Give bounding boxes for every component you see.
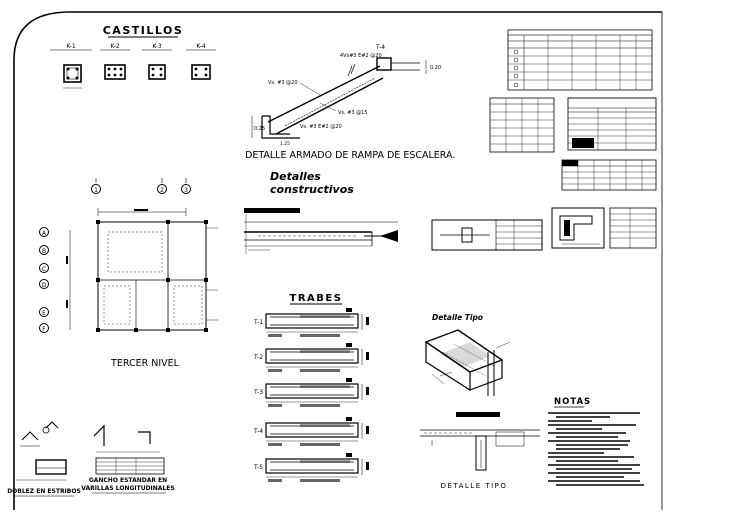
notes-title: NOTAS [554,397,591,407]
floor-plan: 1 2 3 A B C D E F [39,178,218,369]
stair-bar-label: Vs. #3 @15 [338,110,368,116]
beam-section-box [431,219,543,251]
gancho-title-2: VARILLAS LONGITUDINALES [81,485,174,492]
materials-table [567,97,657,151]
stair-dim-left: 0.25 [254,126,265,132]
grid-axis-top: 1 2 3 [91,178,191,194]
trabe-elevation: T-1 [253,308,369,337]
column-section-box [551,207,605,249]
bar-table [561,159,657,191]
stair-bar-label: Vs. #3 E#2 @20 [300,124,342,130]
sheet-border [13,11,662,510]
castillo-k1: K-1 [50,43,92,89]
axis-label: 2 [160,187,164,194]
castillos-row: K-1 K-2 K-3 K-4 [50,43,216,89]
axis-label: C [42,266,46,273]
trabe-label: T-4 [253,428,263,435]
castillo-k3: K-3 [142,43,172,80]
castillos-title: CASTILLOS [103,24,184,37]
plan-title: TERCER NIVEL [110,358,180,369]
schedule-table-top [507,29,653,91]
trabe-label: T-3 [253,389,263,396]
stair-dim-bottom: 1.25 [280,141,290,147]
stair-dim-right: 0.20 [430,65,441,71]
notes-block: NOTAS [548,397,644,486]
stair-ramp-detail: T-4 4Vs#3 E#2 @20 0.20 0.25 1.25 Vs. #3 … [245,44,455,161]
axis-label: 1 [94,187,98,194]
trabe-label: T-1 [253,319,263,326]
stair-t-label: T-4 [375,44,385,51]
doblez-title: DOBLEZ EN ESTRIBOS [7,488,81,495]
axis-label: B [42,248,46,255]
detalle-tipo-title: DETALLE TIPO [441,482,508,490]
doblez-detail: DOBLEZ EN ESTRIBOS [7,421,81,497]
grid-table [489,97,555,153]
stair-bar-label: Vs. #3 @20 [268,80,298,86]
detalles-title: Detalles [270,170,321,183]
castillo-k4: K-4 [186,43,216,80]
castillo-label: K-1 [66,43,75,50]
trabe-label: T-5 [253,464,263,471]
trabe-label: T-2 [253,354,263,361]
castillo-label: K-3 [152,43,161,50]
trabe-elevation: T-3 [253,378,369,407]
stair-detail-title: DETALLE ARMADO DE RAMPA DE ESCALERA. [245,150,455,161]
slab-detail [244,208,398,254]
trabe-elevation: T-4 [253,417,369,446]
column-table [609,207,657,249]
trabe-elevation: T-2 [253,343,369,372]
gancho-detail: GANCHO ESTANDAR EN VARILLAS LONGITUDINAL… [81,424,175,494]
axis-label: F [42,326,46,333]
castillo-label: K-4 [196,43,205,50]
detalle-tipo-iso [424,329,511,396]
axis-label: E [42,310,46,317]
stair-top-note: 4Vs#3 E#2 @20 [340,53,382,59]
grid-axis-left: A B C D E F [39,227,49,333]
trabe-elevation: T-5 [253,453,369,482]
trabes-list: T-1T-2T-3T-4T-5 [253,308,369,482]
axis-label: D [42,282,47,289]
castillo-k2: K-2 [100,43,130,80]
detalle-tipo-section: DETALLE TIPO [420,412,540,490]
castillo-label: K-2 [110,43,119,50]
detalles-title-2: constructivos [270,183,354,196]
detalle-tipo-italic: Detalle Tipo [432,313,483,322]
axis-label: 3 [184,187,188,194]
gancho-title: GANCHO ESTANDAR EN [89,477,167,484]
axis-label: A [42,230,47,237]
trabes-title: TRABES [290,293,343,304]
